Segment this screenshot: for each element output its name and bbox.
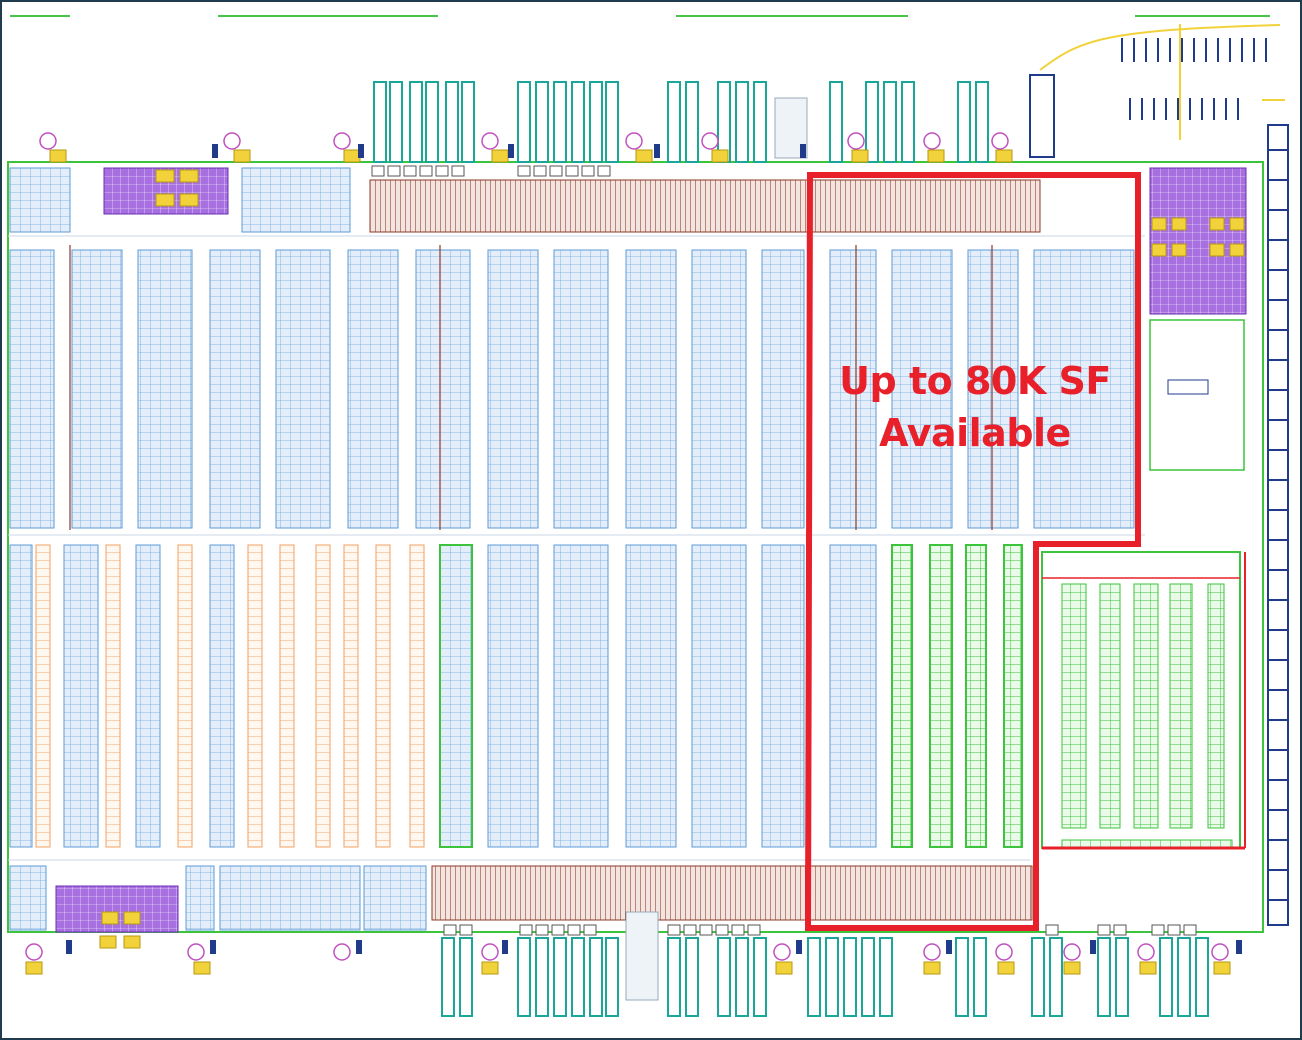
aisle-divider-lines	[69, 245, 993, 530]
dock-doors-top	[373, 81, 989, 163]
rack-aisles-lower	[9, 544, 1023, 848]
callout-line-1: Up to 80K SF	[839, 359, 1111, 403]
door-markers	[66, 144, 1242, 954]
rack-bottom-1	[9, 865, 47, 931]
parking-stalls	[1121, 38, 1267, 120]
office-markers-top	[155, 169, 199, 207]
available-space-outline	[804, 172, 1141, 931]
guard-shed-bottom	[625, 911, 659, 1001]
office-bottom-left	[55, 885, 179, 933]
lift-markers-bottom	[25, 943, 1231, 975]
available-space-callout: Up to 80K SF Available	[820, 355, 1130, 459]
right-parking	[1267, 124, 1289, 926]
office-markers-bottom	[99, 911, 141, 949]
parking-curb	[1039, 24, 1285, 140]
rack-top-2	[241, 167, 351, 233]
maintenance-room	[1149, 319, 1245, 471]
office-markers-right	[1151, 217, 1245, 257]
pick-module-green	[1041, 551, 1246, 850]
staging-top	[369, 179, 1041, 233]
staging-bottom	[431, 865, 1033, 921]
rack-aisles-upper	[9, 249, 1135, 529]
lift-markers-top	[39, 132, 1013, 163]
office-top-right	[1149, 167, 1247, 315]
door-number-boxes	[371, 165, 1197, 936]
rack-top-1	[9, 167, 71, 233]
dock-doors-bottom	[441, 937, 1209, 1017]
callout-line-2: Available	[879, 411, 1071, 455]
